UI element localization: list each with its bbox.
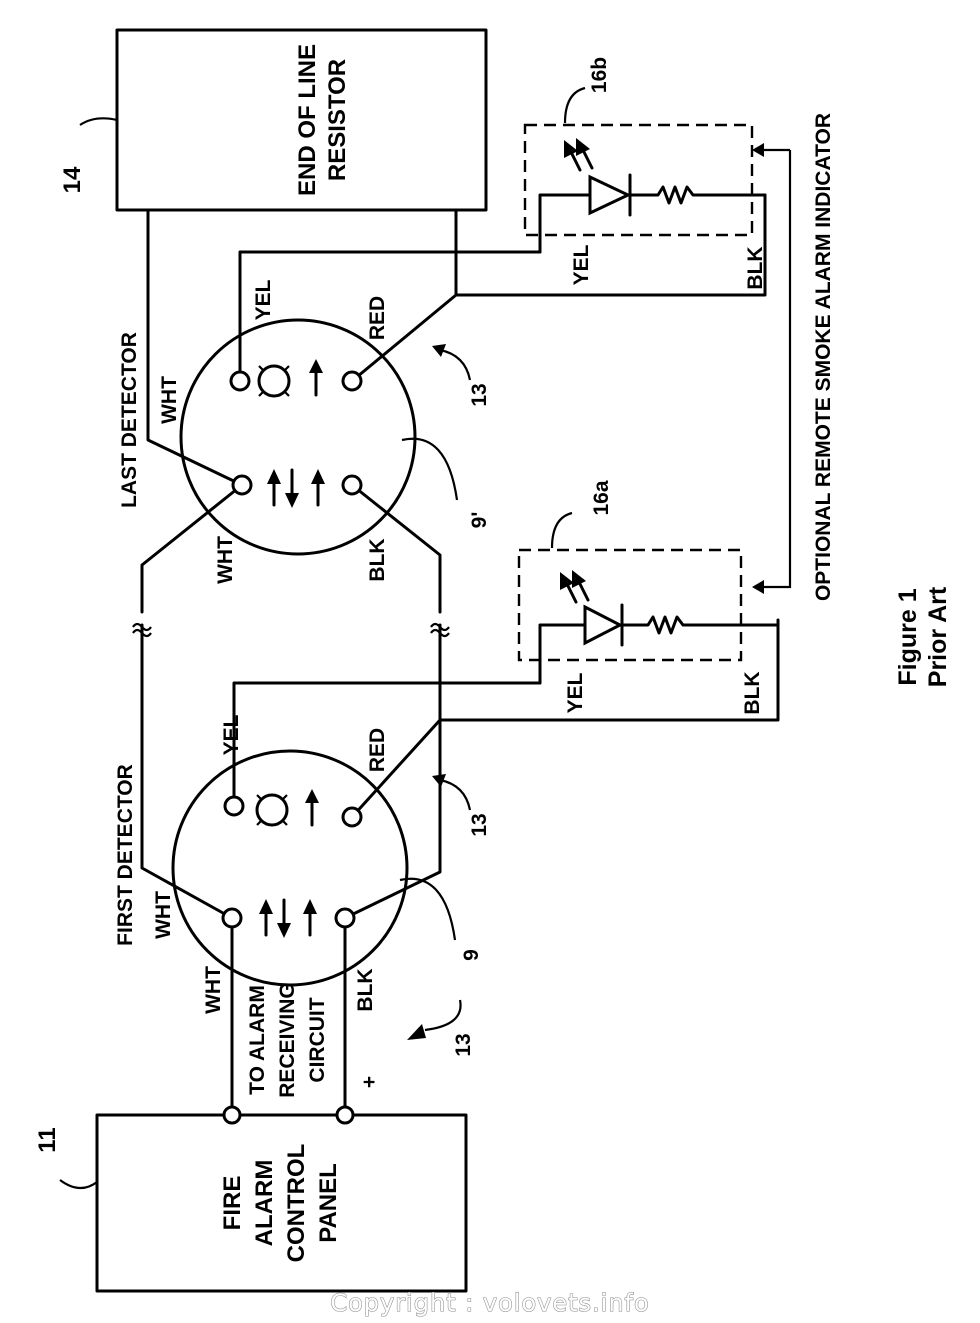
indicator-16a-blk: BLK xyxy=(741,671,764,714)
panel-label-line1: FIRE xyxy=(219,1176,246,1231)
panel-label-line3: CONTROL xyxy=(283,1144,310,1263)
indicator-16b-ref: 16b xyxy=(588,57,611,93)
first-detector-wht-bottom: WHT xyxy=(202,966,225,1014)
last-detector-yel: YEL xyxy=(252,279,275,320)
last-detector-title: LAST DETECTOR xyxy=(118,332,141,508)
circuit-label-line3: CIRCUIT xyxy=(306,997,329,1082)
resistor-ref-number: 14 xyxy=(59,166,86,193)
watermark-text: Copyright : volovets.info xyxy=(330,1289,649,1317)
first-detector-symbols xyxy=(255,789,319,938)
figure-caption-line2: Prior Art xyxy=(924,586,952,687)
base-ref-a: 13 xyxy=(452,1033,475,1056)
wiring xyxy=(140,150,792,1117)
panel-ref-number: 11 xyxy=(34,1127,61,1152)
first-detector-blk: BLK xyxy=(354,968,377,1011)
circuit-label-line2: RECEIVING xyxy=(276,982,299,1098)
last-detector-blk: BLK xyxy=(366,538,389,581)
last-detector-circle xyxy=(179,318,417,556)
panel-label-line4: PANEL xyxy=(315,1163,342,1243)
terminals xyxy=(221,370,363,1125)
reference-leaders xyxy=(59,86,586,1190)
base-ref-c: 13 xyxy=(468,383,491,406)
first-detector-ref: 9 xyxy=(460,949,483,961)
last-detector-red: RED xyxy=(366,296,389,340)
optional-connector-arrows xyxy=(752,143,790,594)
first-detector-title: FIRST DETECTOR xyxy=(114,764,137,946)
optional-remote-indicator-label: OPTIONAL REMOTE SMOKE ALARM INDICATOR xyxy=(812,113,835,601)
last-detector-wht-top: WHT xyxy=(158,376,181,424)
indicator-16b-yel: YEL xyxy=(570,244,593,285)
last-detector-ref: 9' xyxy=(468,512,491,529)
fire-alarm-control-panel-box xyxy=(95,1113,468,1293)
figure-caption-line1: Figure 1 xyxy=(894,588,922,685)
indicator-16a-yel: YEL xyxy=(564,672,587,713)
panel-label-line2: ALARM xyxy=(251,1160,278,1247)
base-ref-b: 13 xyxy=(468,813,491,836)
last-detector-wht-bottom: WHT xyxy=(214,536,237,584)
indicator-16a-ref: 16a xyxy=(590,480,613,515)
remote-indicator-16b xyxy=(523,123,767,254)
plus-sign: + xyxy=(358,1076,381,1088)
resistor-label-line2: RESISTOR xyxy=(324,59,351,181)
first-detector-red: RED xyxy=(366,728,389,772)
last-detector-symbols xyxy=(257,359,325,508)
first-detector-wht-top: WHT xyxy=(152,891,175,939)
first-detector-circle xyxy=(171,749,409,987)
wire-break-marks xyxy=(132,622,450,638)
indicator-16b-blk: BLK xyxy=(744,246,767,289)
first-detector-yel: YEL xyxy=(220,714,243,755)
circuit-label-line1: TO ALARM xyxy=(246,985,269,1095)
resistor-label-line1: END OF LINE xyxy=(294,44,321,196)
remote-indicator-16a xyxy=(517,548,780,685)
